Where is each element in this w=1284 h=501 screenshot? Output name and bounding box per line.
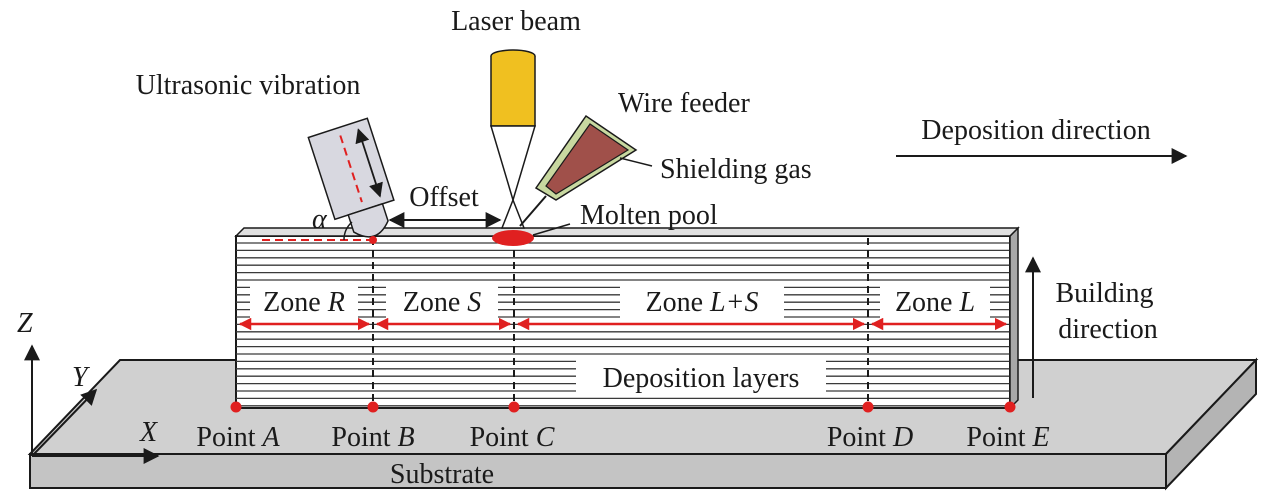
alpha-label: α [312,204,328,235]
wire-feeder: Wire feeder Shielding gas [519,88,812,227]
zone-s-label-bg [386,284,498,320]
laser-cone-upper [489,125,537,203]
point-a-dot [230,401,242,413]
point-a-label: Point A [196,422,280,453]
wire-feeder-body [545,123,630,195]
laser-beam: Laser beam [451,6,581,229]
z-axis-label: Z [17,308,33,339]
molten-pool [492,230,534,246]
building-direction-line1: Building [1055,278,1153,309]
molten-pool-label: Molten pool [580,200,718,231]
laser-cone-lower [500,197,526,229]
zones: Zone R Zone S Zone L+S Zone L [238,284,1008,331]
point-e-dot [1004,401,1016,413]
wire-feeder-label: Wire feeder [618,88,750,119]
coordinate-axes: Z Y X [17,308,160,464]
laser-nozzle [490,56,536,127]
zone-r-label-bg [250,284,358,320]
deposition-direction-label: Deposition direction [921,115,1150,146]
laser-beam-label: Laser beam [451,6,581,37]
molten-pool-leader [532,223,571,236]
zone-l-label: Zone L [895,287,975,318]
point-c-dot [508,401,520,413]
point-guides [372,238,869,406]
vibration-arrow [355,128,383,198]
zone-r-label: Zone R [263,287,345,318]
zone-l-label-bg [880,284,990,320]
point-e-label: Point E [966,422,1049,453]
points: Point A Point B Point C Point D Point E [196,401,1050,453]
horn-tip [347,202,389,238]
point-c-label: Point C [470,422,555,453]
horn-contact-dot [369,236,377,244]
shielding-gas-leader [619,157,653,167]
substrate-front [29,453,1167,489]
point-d-label: Point D [827,422,913,453]
wall-top [234,227,1020,237]
alpha-angle-arc [343,221,353,241]
y-axis-arrow [31,388,98,457]
building-direction-line2: direction [1058,314,1158,345]
zone-ls-label-bg [620,284,784,320]
shielding-gas-label: Shielding gas [660,154,812,185]
x-axis-label: X [139,417,158,448]
building-direction-label: Building direction [1055,278,1160,345]
substrate-label: Substrate [390,459,494,490]
zone-s-label: Zone S [403,287,482,318]
y-axis-label: Y [72,362,91,393]
wall-end [1009,226,1019,410]
substrate-side [1165,357,1257,491]
ultrasonic-vibration-label: Ultrasonic vibration [136,70,361,101]
offset-label: Offset [409,182,479,213]
ultrasonic-horn: Ultrasonic vibration α [136,70,395,244]
point-d-dot [862,401,874,413]
wire [519,195,547,227]
point-b-dot [367,401,379,413]
point-b-label: Point B [331,422,414,453]
deposition-layers-label-bg [576,360,826,396]
zone-ls-label: Zone L+S [646,287,759,318]
deposition-layers-label: Deposition layers [603,363,800,394]
